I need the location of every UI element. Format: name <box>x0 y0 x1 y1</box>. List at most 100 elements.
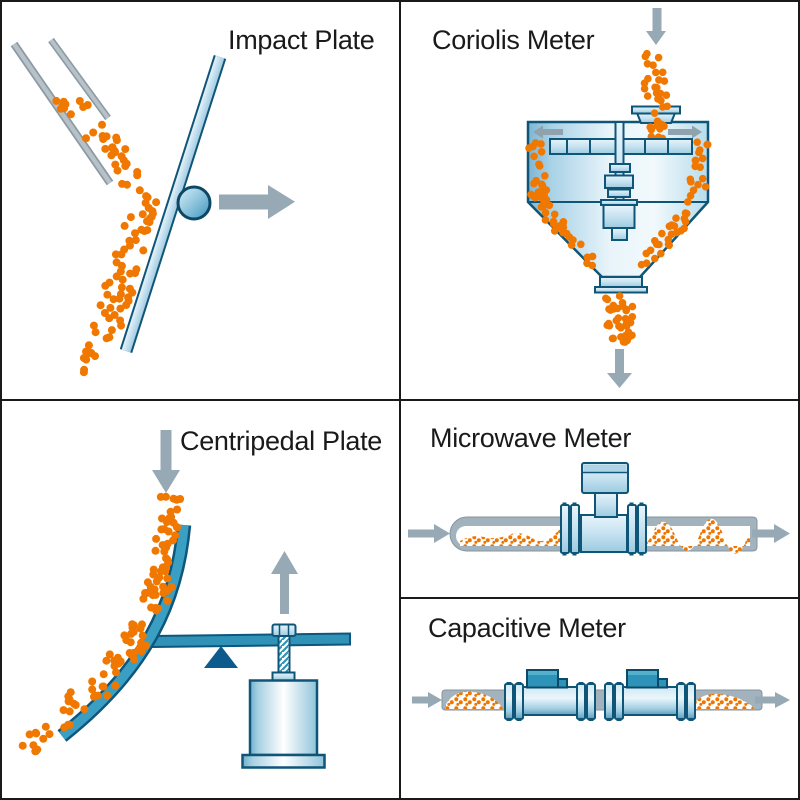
particle <box>91 691 100 700</box>
particle <box>687 178 695 186</box>
coriolis-meter-figure <box>525 8 712 388</box>
capacitive-sensor-1 <box>504 669 596 721</box>
particle <box>98 120 106 129</box>
particle <box>83 101 92 109</box>
particle <box>59 706 68 715</box>
particle <box>89 321 98 330</box>
particle <box>698 154 707 163</box>
conveying-pipe <box>441 689 763 711</box>
divider-right-upper <box>400 399 800 401</box>
particle <box>698 174 707 183</box>
particle <box>158 563 167 572</box>
particle <box>120 221 129 230</box>
impact-plate-figure <box>10 37 295 377</box>
particle <box>613 304 622 313</box>
particle <box>138 210 147 219</box>
particle <box>111 250 120 259</box>
particle <box>615 292 624 300</box>
particle <box>693 138 701 146</box>
particle <box>694 180 702 189</box>
outlet-pipe <box>594 276 648 294</box>
particle <box>138 620 146 629</box>
force-sensor-ball <box>176 185 212 221</box>
particle <box>532 176 540 185</box>
particle <box>118 179 127 188</box>
particle <box>66 110 75 119</box>
electronics-box <box>626 669 659 689</box>
particle <box>117 321 126 330</box>
particle <box>541 172 549 180</box>
particle <box>146 582 155 591</box>
particle <box>535 160 543 169</box>
particle <box>623 336 631 345</box>
divider-left-middle <box>0 399 400 401</box>
particle <box>135 186 144 195</box>
particle <box>101 144 110 153</box>
particle <box>116 304 125 313</box>
feed-arrow-down <box>152 430 180 493</box>
particle <box>107 326 116 335</box>
particle-stream-walls <box>525 138 712 270</box>
particle <box>656 89 665 98</box>
particle <box>622 305 631 314</box>
particle-stream-outlet <box>602 292 637 346</box>
particle <box>113 166 122 175</box>
particle <box>696 163 704 171</box>
particle <box>60 104 69 113</box>
particle <box>658 103 667 111</box>
particle <box>567 241 576 249</box>
particle <box>618 299 627 307</box>
vibration-arrow-right <box>668 125 702 139</box>
particle <box>111 160 120 169</box>
drive-shaft <box>600 121 638 241</box>
panel-title-capacitive-meter: Capacitive Meter <box>428 613 626 643</box>
particle <box>155 573 164 582</box>
particle <box>120 631 129 640</box>
particle-stream <box>52 96 161 377</box>
particle <box>126 638 135 647</box>
particle <box>106 303 115 312</box>
particle <box>173 505 182 514</box>
particle <box>65 707 74 716</box>
particle <box>577 240 585 249</box>
particle <box>117 261 126 270</box>
particle <box>139 594 148 603</box>
particle <box>701 182 710 191</box>
particle <box>657 96 665 105</box>
particle <box>100 309 109 317</box>
particle <box>157 525 166 534</box>
particle <box>25 730 34 739</box>
particle <box>126 213 135 222</box>
particle <box>88 685 97 694</box>
lift-arrow-up <box>271 551 298 614</box>
fulcrum <box>204 646 238 668</box>
particle <box>103 691 112 700</box>
particle <box>656 122 665 130</box>
particle <box>646 123 654 131</box>
particle <box>129 621 138 630</box>
particle <box>31 747 40 756</box>
particle <box>670 222 679 230</box>
particle <box>116 290 125 299</box>
particle <box>116 657 125 666</box>
particle <box>66 688 75 697</box>
sensor-neck <box>594 491 618 518</box>
microwave-meter-figure <box>408 462 790 556</box>
particle <box>84 341 93 350</box>
particle <box>614 314 623 322</box>
particle <box>692 156 700 165</box>
flow-arrow-in <box>412 692 442 708</box>
particle <box>152 534 161 543</box>
particle <box>152 198 161 207</box>
particle <box>658 229 666 238</box>
particle <box>643 92 652 100</box>
particle <box>98 682 107 691</box>
particle <box>132 265 141 274</box>
particle <box>139 246 148 255</box>
particle <box>80 365 89 374</box>
particle <box>672 214 680 222</box>
particle <box>525 144 533 152</box>
particle <box>658 68 667 77</box>
granular-pile-right <box>690 693 754 709</box>
